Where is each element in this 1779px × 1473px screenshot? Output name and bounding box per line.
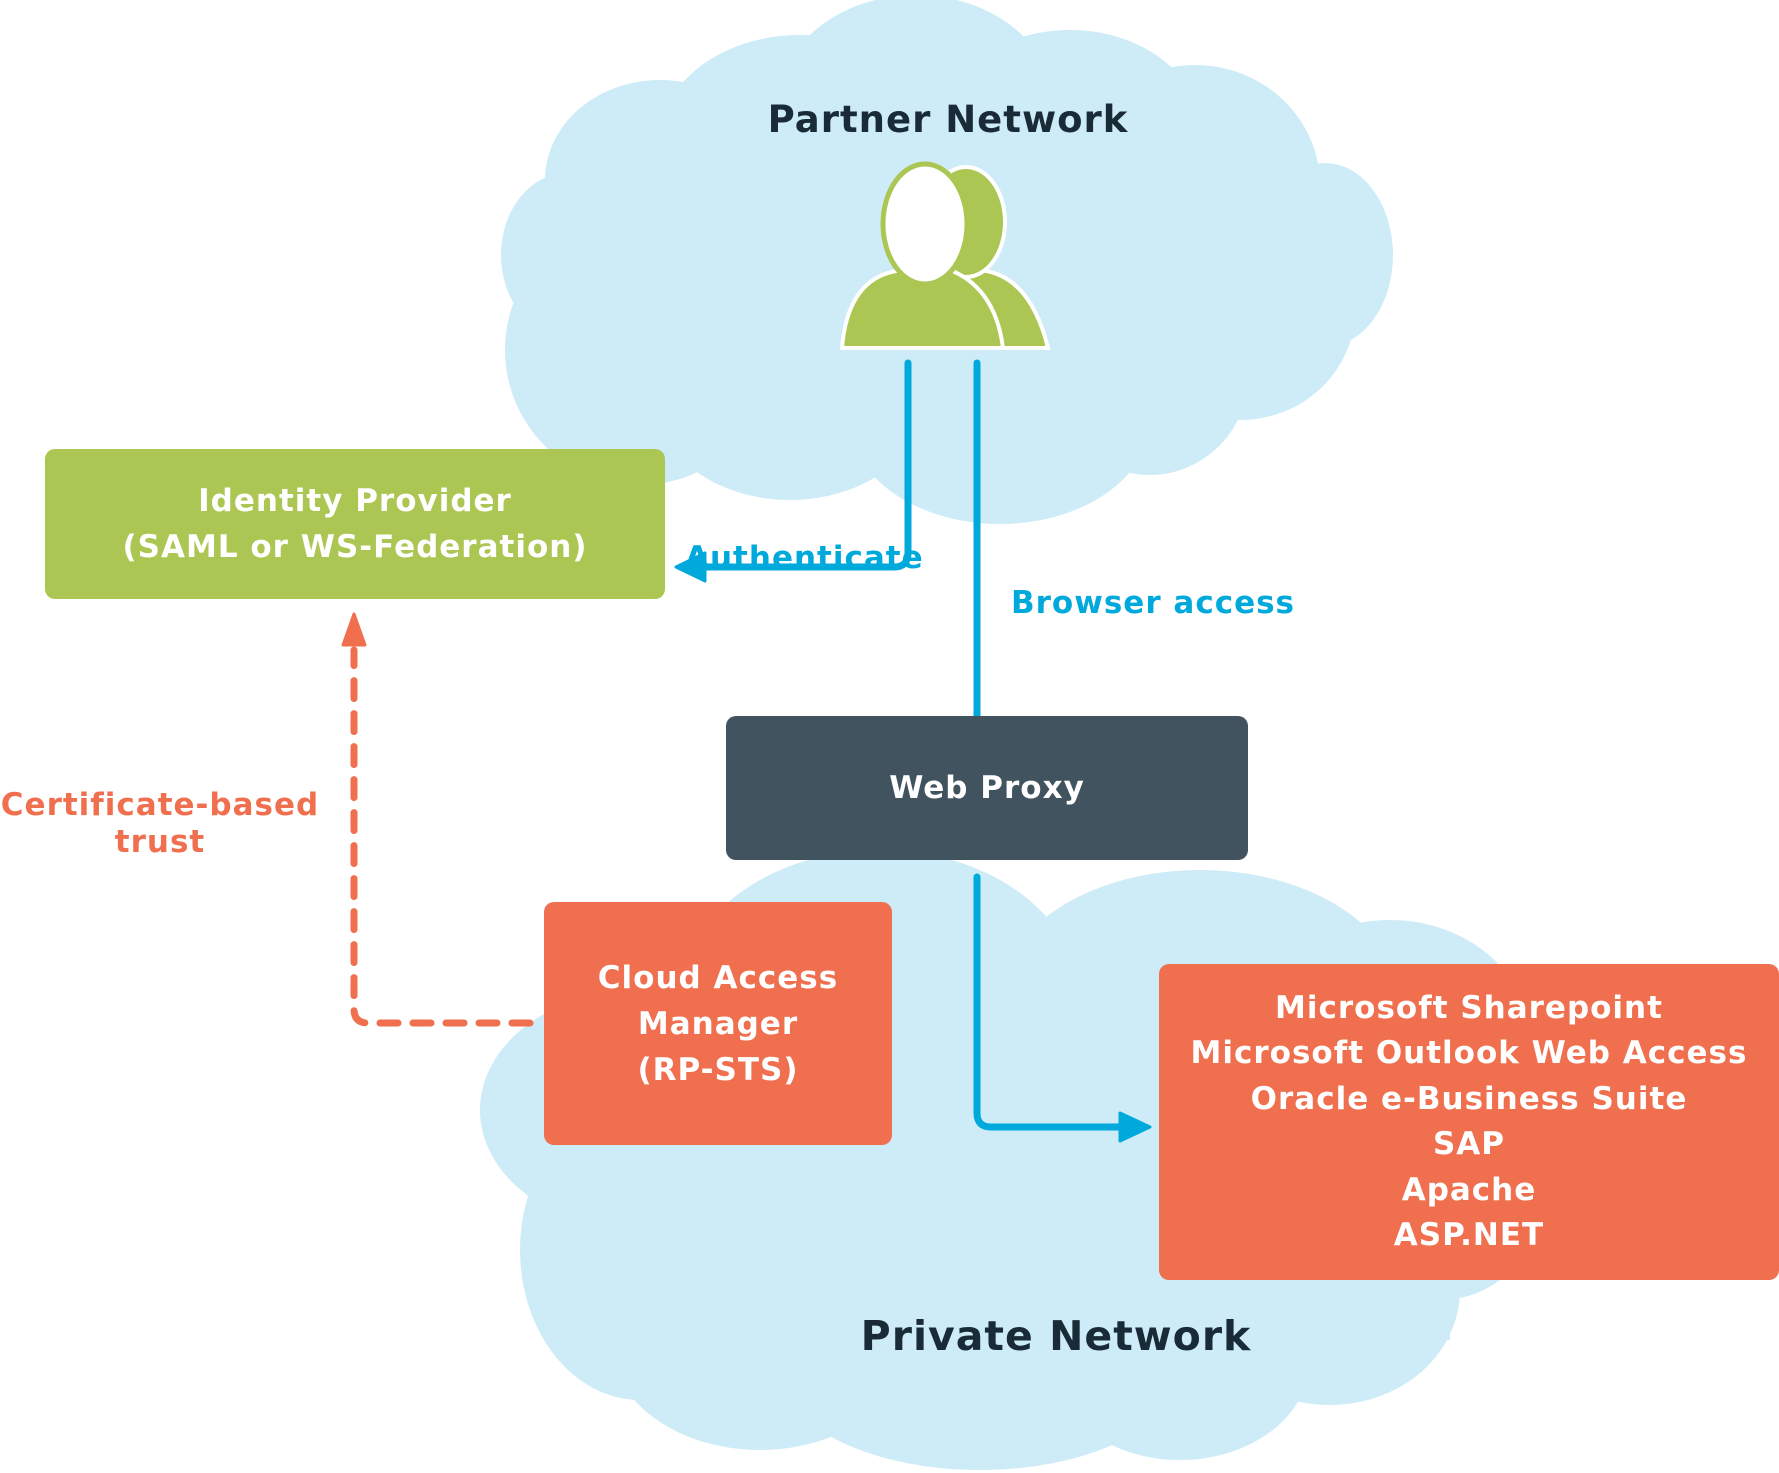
certificate-trust-arrow [341, 612, 534, 1027]
web-proxy-node[interactable]: Web Proxy [726, 716, 1248, 860]
app-item: Microsoft Outlook Web Access [1190, 1035, 1748, 1071]
partner-network-title: Partner Network [767, 98, 1129, 141]
app-item: ASP.NET [1393, 1217, 1545, 1253]
app-item: Microsoft Sharepoint [1275, 989, 1663, 1026]
cam-label-line3: (RP-STS) [637, 1051, 799, 1088]
cam-label-line1: Cloud Access [597, 959, 839, 996]
private-network-title: Private Network [860, 1312, 1252, 1360]
cam-label-line2: Manager [637, 1005, 799, 1042]
identity-provider-label: Identity Provider [198, 483, 512, 519]
certificate-trust-label-line2: trust [114, 824, 206, 860]
authenticate-label: Authenticate [685, 540, 924, 576]
identity-provider-node[interactable]: Identity Provider (SAML or WS-Federation… [45, 449, 665, 599]
cloud-access-manager-node[interactable]: Cloud Access Manager (RP-STS) [544, 902, 892, 1145]
certificate-trust-label-line1: Certificate-based [0, 787, 320, 823]
identity-provider-sublabel: (SAML or WS-Federation) [122, 529, 588, 565]
proxy-to-apps-arrow [973, 873, 1152, 1143]
web-proxy-label: Web Proxy [889, 770, 1085, 806]
certificate-trust-label: Certificate-based trust [1, 787, 319, 861]
app-item: Apache [1401, 1171, 1537, 1208]
partner-network-cloud [501, 0, 1393, 524]
authenticate-arrow [674, 359, 912, 583]
app-item: SAP [1432, 1126, 1506, 1162]
app-item: Oracle e-Business Suite [1250, 1080, 1688, 1117]
applications-node[interactable]: Microsoft Sharepoint Microsoft Outlook W… [1159, 964, 1779, 1280]
browser-access-label: Browser access [1011, 585, 1296, 621]
users-group-icon [839, 161, 1051, 350]
